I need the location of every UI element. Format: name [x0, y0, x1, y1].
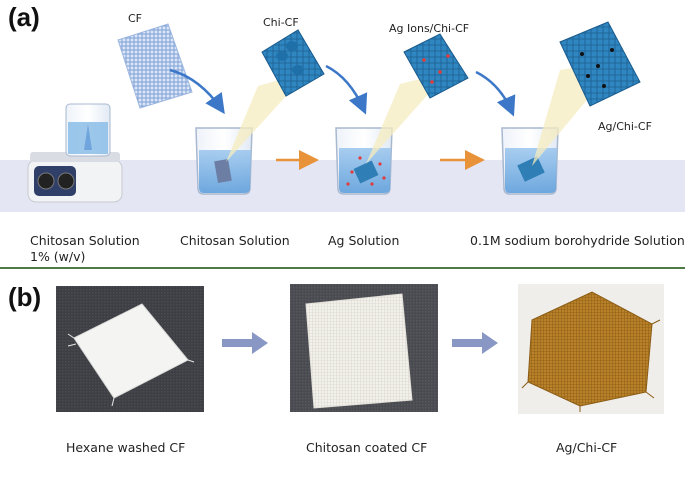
caption-beaker-3: 0.1M sodium borohydride Solution	[470, 233, 685, 248]
schematic-illustration	[27, 21, 641, 203]
label-ag-chi-cf: Ag/Chi-CF	[598, 120, 652, 133]
panel-b-label: (b)	[8, 282, 42, 312]
label-chi-cf: Chi-CF	[263, 16, 299, 29]
panel-divider	[0, 267, 685, 269]
photo-ag-chi-cf	[518, 284, 664, 414]
process-arrow-icon	[220, 330, 270, 356]
process-arrow-icon	[475, 70, 516, 117]
caption-ag-chi-cf: Ag/Chi-CF	[556, 440, 618, 455]
magnified-fabric-icon	[559, 21, 641, 107]
magnified-fabric-icon	[261, 29, 325, 97]
process-arrow-icon	[450, 330, 500, 356]
process-arrow-icon	[169, 68, 225, 115]
process-arrow-icon	[325, 64, 368, 115]
photo-hexane-washed-cf	[56, 286, 204, 412]
panel-a-label: (a)	[8, 2, 40, 32]
photo-chitosan-coated-cf	[290, 284, 438, 412]
caption-hotplate-line1: Chitosan Solution	[30, 233, 140, 248]
label-cf: CF	[128, 12, 143, 25]
hotplate-stirrer-icon	[27, 103, 123, 203]
cf-fabric-swatch-icon	[117, 23, 193, 109]
caption-beaker-1: Chitosan Solution	[180, 233, 290, 248]
caption-hotplate-line2: 1% (w/v)	[30, 249, 86, 264]
caption-chitosan-coated-cf: Chitosan coated CF	[306, 440, 428, 455]
magnified-fabric-icon	[403, 33, 469, 99]
label-ag-ions-chi-cf: Ag Ions/Chi-CF	[389, 22, 470, 35]
caption-beaker-2: Ag Solution	[328, 233, 400, 248]
caption-hexane-washed-cf: Hexane washed CF	[66, 440, 186, 455]
